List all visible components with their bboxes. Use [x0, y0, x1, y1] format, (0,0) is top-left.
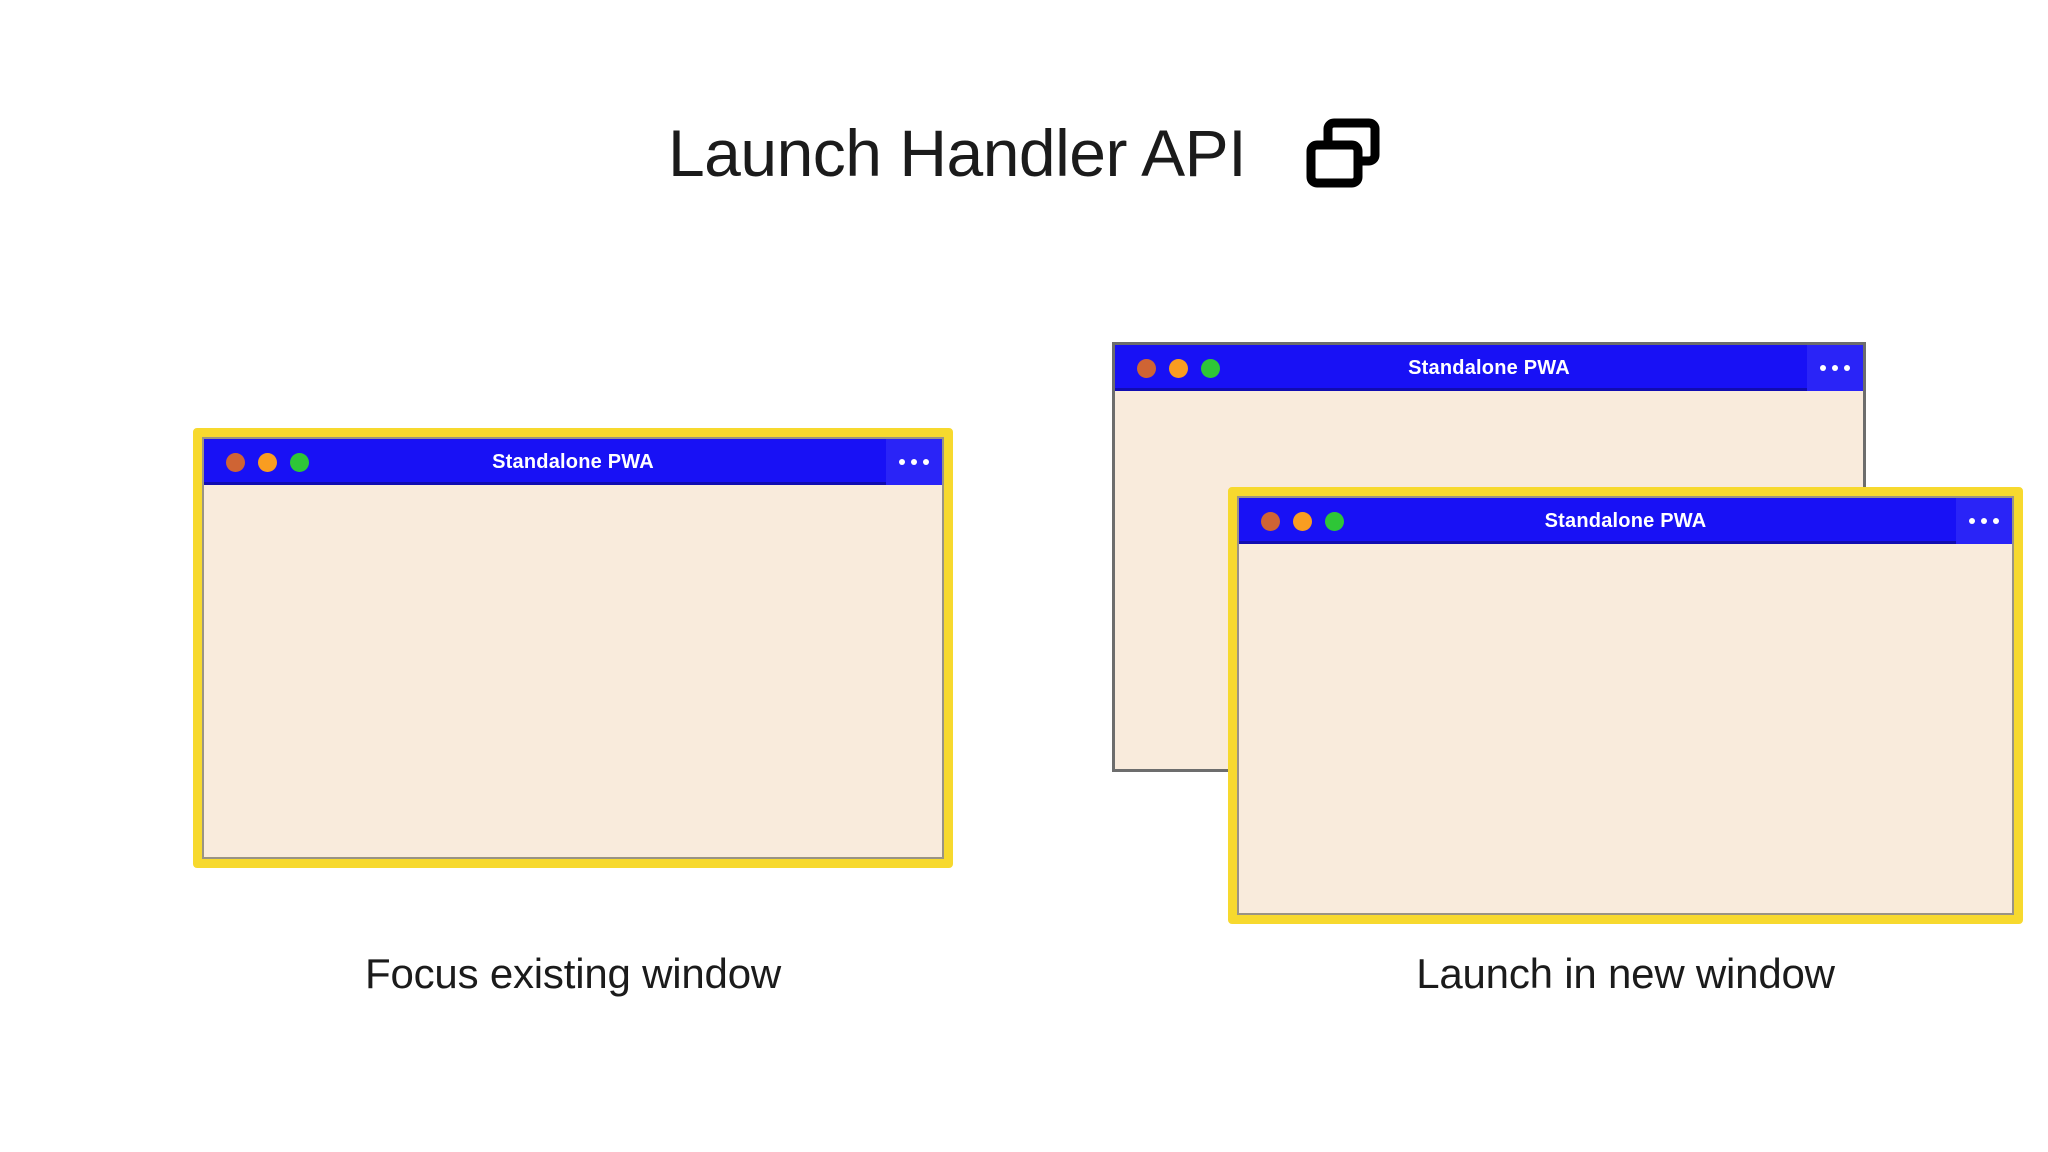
- close-icon[interactable]: [226, 452, 245, 472]
- pwa-window-new[interactable]: Standalone PWA: [1228, 487, 2023, 924]
- traffic-light-controls: [226, 452, 309, 472]
- multi-window-icon: [1306, 118, 1380, 188]
- overflow-menu-icon[interactable]: [1956, 498, 2012, 544]
- minimize-icon[interactable]: [1169, 358, 1188, 378]
- traffic-light-controls: [1137, 358, 1220, 378]
- menu-dot: [911, 459, 917, 465]
- window-content-area: [1239, 544, 2012, 913]
- window-titlebar[interactable]: Standalone PWA: [204, 439, 942, 485]
- traffic-light-controls: [1261, 511, 1344, 531]
- window-frame: Standalone PWA: [202, 437, 944, 859]
- window-frame: Standalone PWA: [1237, 496, 2014, 915]
- window-titlebar[interactable]: Standalone PWA: [1239, 498, 2012, 544]
- menu-dot: [1993, 518, 1999, 524]
- close-icon[interactable]: [1261, 511, 1280, 531]
- window-title: Standalone PWA: [1544, 509, 1707, 532]
- menu-dot: [1820, 365, 1826, 371]
- overflow-menu-icon[interactable]: [886, 439, 942, 485]
- menu-dot: [923, 459, 929, 465]
- menu-dot: [1981, 518, 1987, 524]
- minimize-icon[interactable]: [258, 452, 277, 472]
- menu-dot: [1969, 518, 1975, 524]
- overflow-menu-icon[interactable]: [1807, 345, 1863, 391]
- pwa-window-focused[interactable]: Standalone PWA: [193, 428, 953, 868]
- page-header: Launch Handler API: [0, 118, 2048, 188]
- close-icon[interactable]: [1137, 358, 1156, 378]
- window-content-area: [204, 485, 942, 857]
- minimize-icon[interactable]: [1293, 511, 1312, 531]
- menu-dot: [899, 459, 905, 465]
- menu-dot: [1844, 365, 1850, 371]
- caption-focus-existing-window: Focus existing window: [365, 950, 781, 997]
- window-titlebar[interactable]: Standalone PWA: [1115, 345, 1863, 391]
- menu-dot: [1832, 365, 1838, 371]
- caption-launch-in-new-window: Launch in new window: [1416, 950, 1835, 997]
- page-title: Launch Handler API: [667, 116, 1247, 190]
- window-title: Standalone PWA: [1408, 356, 1570, 379]
- maximize-icon[interactable]: [290, 452, 309, 472]
- maximize-icon[interactable]: [1325, 511, 1344, 531]
- maximize-icon[interactable]: [1201, 358, 1220, 378]
- window-title: Standalone PWA: [492, 450, 654, 473]
